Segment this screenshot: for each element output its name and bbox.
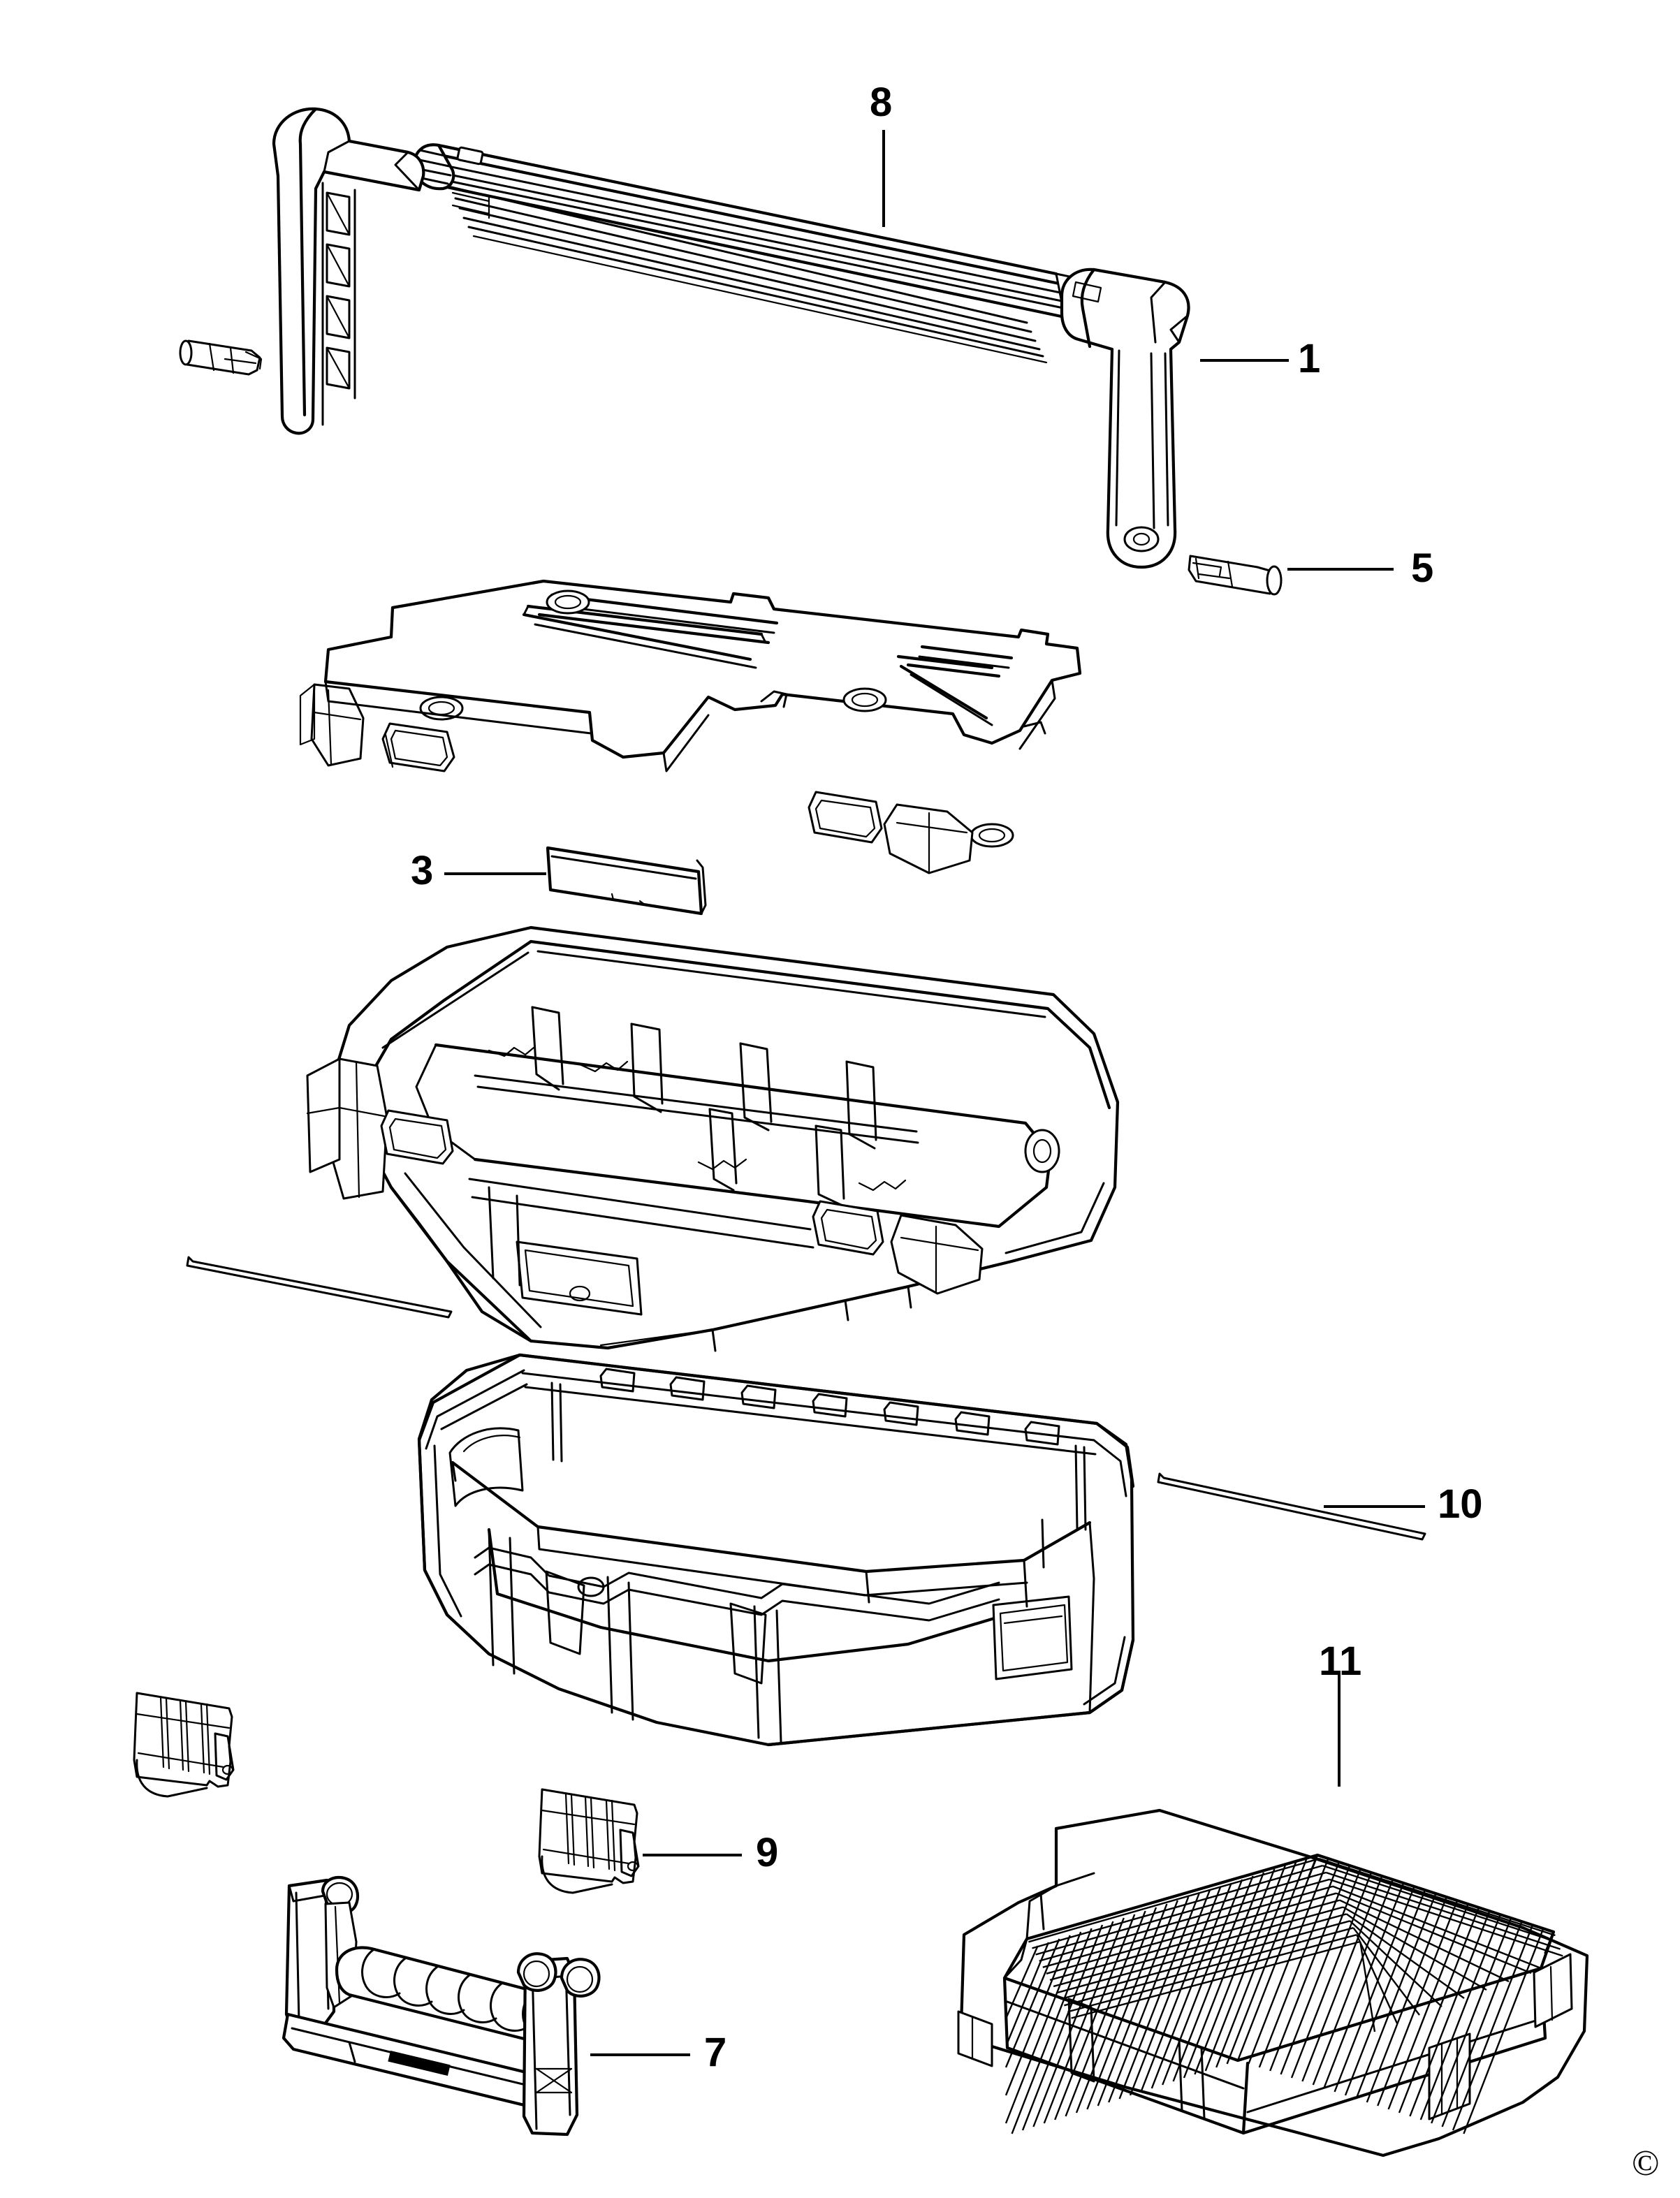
part-organizer-tray bbox=[306, 925, 1120, 1352]
part-latch-clip-right bbox=[538, 1788, 640, 1894]
part-handle-pivot-pin-left bbox=[179, 339, 263, 376]
part-nameplate-label bbox=[546, 846, 707, 916]
callout-leader-lines bbox=[444, 130, 1425, 2056]
grid-lines bbox=[1026, 1854, 1361, 2019]
part-handle-grip-bar bbox=[412, 143, 1095, 364]
part-main-case-base bbox=[417, 1353, 1135, 1747]
callout-label-8[interactable]: 8 bbox=[870, 80, 893, 125]
part-latch-handle-assembly bbox=[282, 1875, 601, 2137]
callout-label-10[interactable]: 10 bbox=[1438, 1481, 1483, 1527]
part-hinge-rod-left bbox=[186, 1256, 453, 1319]
callout-label-5[interactable]: 5 bbox=[1411, 545, 1434, 591]
part-lid-cover bbox=[299, 579, 1082, 874]
callout-label-7[interactable]: 7 bbox=[704, 2030, 727, 2075]
callout-label-1[interactable]: 1 bbox=[1298, 336, 1321, 381]
part-handle-pivot-pin-right bbox=[1188, 555, 1283, 596]
callout-label-11[interactable]: 11 bbox=[1319, 1639, 1362, 1684]
part-handle-yoke bbox=[272, 107, 1190, 569]
callout-label-3[interactable]: 3 bbox=[411, 848, 434, 893]
part-hinge-rod-right bbox=[1157, 1472, 1426, 1541]
callout-label-9[interactable]: 9 bbox=[756, 1830, 779, 1875]
copyright-symbol: © bbox=[1632, 2144, 1660, 2183]
part-grid-tray-insert bbox=[957, 1808, 1589, 2157]
part-latch-clip-left bbox=[133, 1692, 235, 1798]
